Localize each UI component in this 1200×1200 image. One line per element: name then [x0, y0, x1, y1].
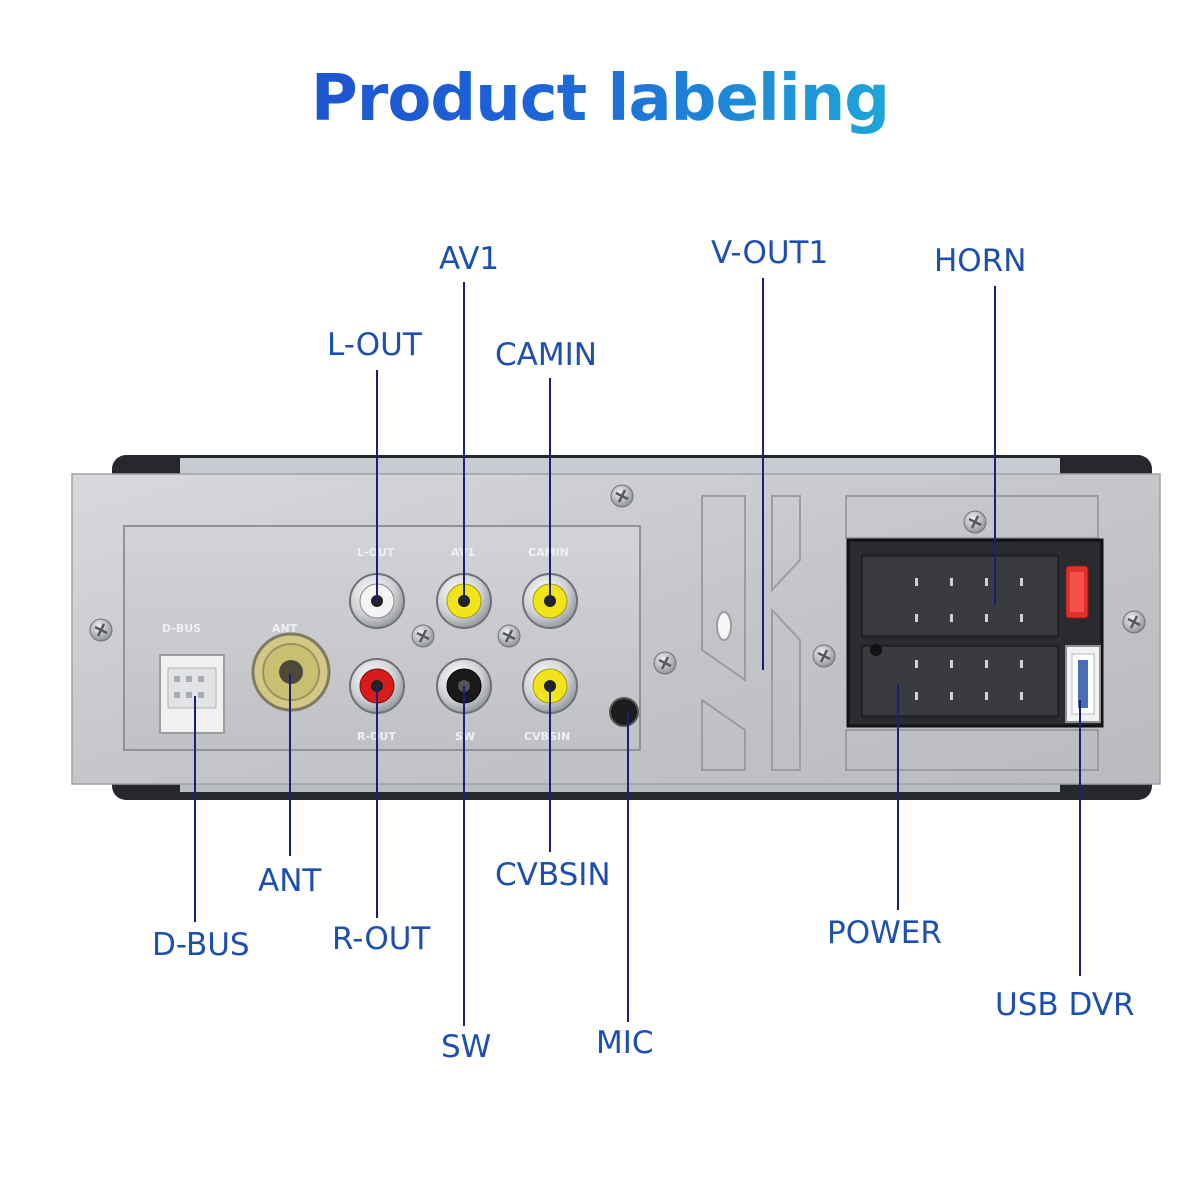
print-ant: ANT — [272, 622, 298, 635]
leader-camin — [549, 378, 551, 602]
label-mic: MIC — [596, 1025, 654, 1061]
iso-connector — [846, 538, 1104, 728]
leader-d-bus — [194, 696, 196, 922]
label-sw: SW — [441, 1029, 492, 1065]
label-d-bus: D-BUS — [152, 927, 250, 963]
leader-horn — [994, 286, 996, 606]
vent-slots — [701, 495, 801, 771]
dbus-connector — [159, 654, 225, 734]
label-horn: HORN — [934, 243, 1027, 279]
label-ant: ANT — [258, 863, 322, 899]
print-l-out: L-OUT — [357, 546, 395, 559]
print-sw: SW — [455, 730, 475, 743]
label-av1: AV1 — [439, 241, 500, 277]
label-v-out1: V-OUT1 — [711, 235, 829, 271]
leader-power — [897, 684, 899, 910]
leader-cvbsin — [549, 686, 551, 852]
label-power: POWER — [827, 915, 942, 951]
label-cvbsin: CVBSIN — [495, 857, 611, 893]
page-title: Product labeling — [0, 62, 1200, 136]
print-dbus: D-BUS — [162, 622, 201, 635]
leader-r-out — [376, 686, 378, 918]
print-cvbsin: CVBSIN — [524, 730, 570, 743]
label-r-out: R-OUT — [332, 921, 431, 957]
label-camin: CAMIN — [495, 337, 597, 373]
leader-usb-dvr — [1079, 700, 1081, 976]
leader-ant — [289, 674, 291, 856]
usb-port — [1065, 645, 1101, 723]
print-av1: AV1 — [451, 546, 475, 559]
screws — [89, 484, 1146, 675]
print-camin: CAMIN — [528, 546, 569, 559]
leader-l-out — [376, 370, 378, 602]
ant-connector — [251, 632, 331, 712]
leader-mic — [627, 712, 629, 1022]
leader-av1 — [463, 282, 465, 602]
connector-frame — [845, 495, 1099, 771]
label-l-out: L-OUT — [327, 327, 422, 363]
label-usb-dvr: USB DVR — [995, 987, 1135, 1023]
fuse — [1065, 565, 1089, 619]
mic-hole — [609, 697, 639, 727]
leader-sw — [463, 686, 465, 1026]
leader-v-out1 — [762, 278, 764, 670]
